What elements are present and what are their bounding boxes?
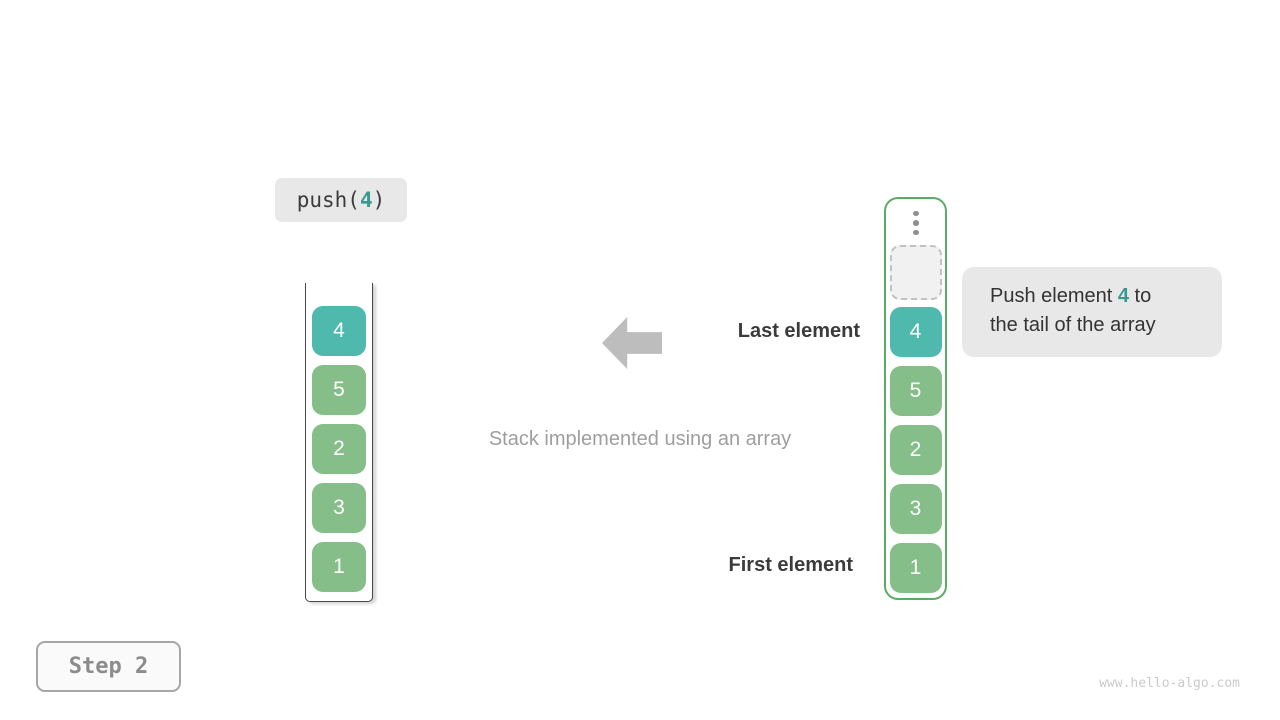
push-description-tooltip: Push element 4 to the tail of the array [962,267,1222,357]
accent-value: 4 [1117,285,1129,307]
array-cells: 4 5 2 3 1 [889,307,942,593]
stack-cells: 4 5 2 3 1 [312,306,366,592]
last-element-label: Last element [737,320,860,342]
stack-cell: 2 [889,425,942,475]
empty-slot-placeholder [889,245,942,300]
stack-cell: 1 [889,543,942,593]
array-container: 4 5 2 3 1 [884,197,947,600]
push-operation-label: push(4) [275,178,407,222]
text-part: to [1128,285,1152,307]
stack-cell: 3 [889,484,942,534]
watermark-url: www.hello-algo.com [1099,676,1240,691]
step-badge: Step 2 [36,641,181,692]
stack-cell: 1 [312,542,366,592]
text-part: ) [372,188,386,212]
vertical-ellipsis-icon [912,211,919,235]
stack-cell: 5 [889,366,942,416]
stack-container: 4 5 2 3 1 [305,283,373,602]
first-element-label: First element [728,554,853,576]
stack-cell: 2 [312,424,366,474]
stack-cell: 5 [312,365,366,415]
diagram-caption: Stack implemented using an array [488,428,792,450]
text-part: the tail of the array [990,314,1156,336]
text-part: Push element [990,285,1118,307]
left-arrow-icon [602,317,662,369]
accent-value: 4 [359,188,373,212]
stack-cell: 3 [312,483,366,533]
stack-cell: 4 [312,306,366,356]
text-part: push( [296,188,360,212]
stack-cell: 4 [889,307,942,357]
